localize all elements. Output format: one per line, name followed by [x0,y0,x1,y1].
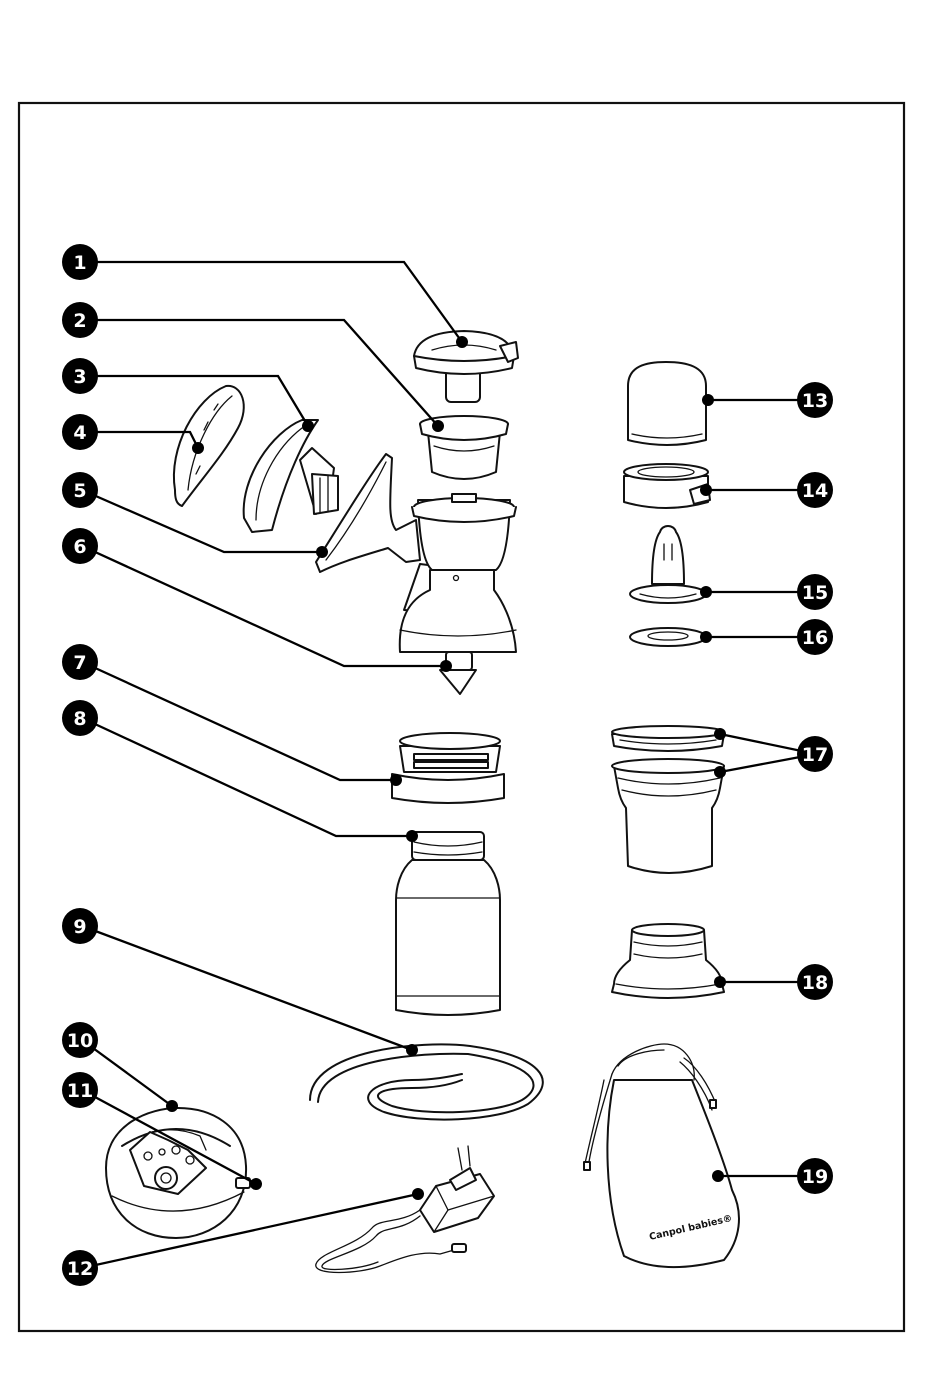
part-bottle-cover-cap [628,362,706,445]
leader-9 [82,926,412,1050]
part-teat [630,526,706,603]
svg-text:7: 7 [73,652,86,674]
callout-16: 16 [797,619,833,655]
callout-1: 1 [62,244,98,280]
callout-13: 13 [797,382,833,418]
leader-dot-5 [316,546,328,558]
svg-text:12: 12 [67,1258,93,1280]
part-pump-body [316,454,516,694]
leader-dot-2 [432,420,444,432]
svg-text:14: 14 [802,480,828,502]
svg-text:8: 8 [73,708,86,730]
leader-6 [82,546,446,666]
leader-dot-18 [714,976,726,988]
callout-18: 18 [797,964,833,1000]
callout-15: 15 [797,574,833,610]
leader-dot-14 [700,484,712,496]
svg-text:15: 15 [802,582,828,604]
part-storage-container [612,726,724,873]
svg-text:11: 11 [67,1080,93,1102]
leader-dot-17b [714,766,726,778]
callout-17: 17 [797,736,833,772]
callout-11: 11 [62,1072,98,1108]
svg-text:6: 6 [73,536,86,558]
part-protective-lid [174,386,244,506]
leader-dot-19 [712,1170,724,1182]
leader-dot-10 [166,1100,178,1112]
callout-3: 3 [62,358,98,394]
leader-dot-9 [406,1044,418,1056]
callout-6: 6 [62,528,98,564]
callout-14: 14 [797,472,833,508]
leader-dot-1 [456,336,468,348]
leader-dot-13 [702,394,714,406]
part-massage-insert [244,420,338,532]
svg-text:13: 13 [802,390,828,412]
leader-dot-16 [700,631,712,643]
part-motor-unit [106,1108,250,1238]
part-bottle [396,832,500,1015]
leader-dot-4 [192,442,204,454]
leader-dot-7 [390,774,402,786]
callout-12: 12 [62,1250,98,1286]
leader-dot-8 [406,830,418,842]
leader-dot-6 [440,660,452,672]
callout-8: 8 [62,700,98,736]
callout-10: 10 [62,1022,98,1058]
leader-8 [82,718,412,836]
callout-7: 7 [62,644,98,680]
part-power-adapter [316,1146,494,1273]
callout-19: 19 [797,1158,833,1194]
svg-text:19: 19 [802,1166,828,1188]
leader-7 [82,662,396,780]
callout-5: 5 [62,472,98,508]
leader-dot-11 [250,1178,262,1190]
leader-5 [82,490,322,552]
part-bottle-adapter [392,733,504,803]
leader-1 [82,262,462,342]
svg-text:3: 3 [73,366,86,388]
svg-text:16: 16 [802,627,828,649]
part-sealing-disc [630,628,706,646]
svg-text:2: 2 [73,310,86,332]
leader-dot-15 [700,586,712,598]
part-container-adapter [612,924,724,998]
svg-text:4: 4 [73,422,86,444]
svg-text:5: 5 [73,480,86,502]
part-tube [310,1044,543,1119]
svg-text:1: 1 [73,252,86,274]
svg-text:9: 9 [73,916,86,938]
callout-2: 2 [62,302,98,338]
callout-4: 4 [62,414,98,450]
leader-dot-12 [412,1188,424,1200]
leader-dot-17a [714,728,726,740]
svg-text:18: 18 [802,972,828,994]
part-storage-bag: Canpol babies® [584,1044,739,1267]
callout-9: 9 [62,908,98,944]
svg-text:17: 17 [802,744,828,766]
svg-text:10: 10 [67,1030,93,1052]
part-screw-ring [624,464,710,508]
leader-dot-3 [302,420,314,432]
leader-2 [82,320,438,426]
